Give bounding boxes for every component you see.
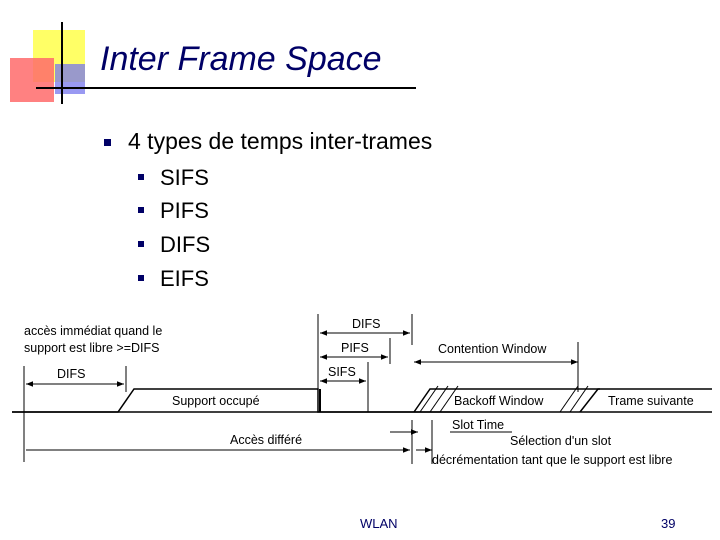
support-occupe-label: Support occupé (172, 394, 260, 408)
deco-blue-square (55, 64, 85, 94)
note-line-2: support est libre >=DIFS (24, 341, 159, 355)
deco-red-square (10, 58, 54, 102)
deco-vertical-line (61, 22, 63, 104)
acces-differe-label: Accès différé (230, 433, 302, 447)
trame-suivante-label: Trame suivante (608, 394, 694, 408)
footer-title: WLAN (360, 516, 398, 531)
sub-bullet-marker (138, 174, 144, 180)
slot-slant-1 (419, 385, 439, 413)
sub-bullet-marker (138, 241, 144, 247)
sifs-label: SIFS (328, 365, 356, 379)
backoff-slot-top (413, 388, 600, 413)
slot-slant-3 (439, 385, 459, 413)
slot-slant-2 (429, 385, 449, 413)
slot-time-label: Slot Time (452, 418, 504, 432)
decrementation-label: décrémentation tant que le support est l… (432, 453, 672, 467)
difs-top-label: DIFS (352, 317, 380, 331)
difs-left-label: DIFS (57, 367, 85, 381)
deco-horizontal-line (36, 87, 416, 89)
sub-bullet-eifs: EIFS (160, 266, 209, 291)
pifs-label: PIFS (341, 341, 369, 355)
next-frame-pulse (579, 388, 712, 413)
sub-bullet-pifs: PIFS (160, 198, 209, 223)
main-bullet-marker (104, 139, 111, 146)
note-line-1: accès immédiat quand le (24, 324, 162, 338)
sub-bullet-marker (138, 275, 144, 281)
slide-title: Inter Frame Space (100, 40, 382, 78)
sub-bullet-sifs: SIFS (160, 165, 209, 190)
main-bullet-text: 4 types de temps inter-trames (128, 128, 433, 154)
slot-slant-4 (559, 385, 579, 413)
contention-window-label: Contention Window (438, 342, 547, 356)
page-number: 39 (661, 516, 676, 531)
backoff-window-label: Backoff Window (454, 394, 544, 408)
sub-bullet-difs: DIFS (160, 232, 211, 257)
selection-slot-label: Sélection d'un slot (510, 434, 612, 448)
sub-bullet-marker (138, 207, 144, 213)
slot-slant-5 (569, 385, 589, 413)
